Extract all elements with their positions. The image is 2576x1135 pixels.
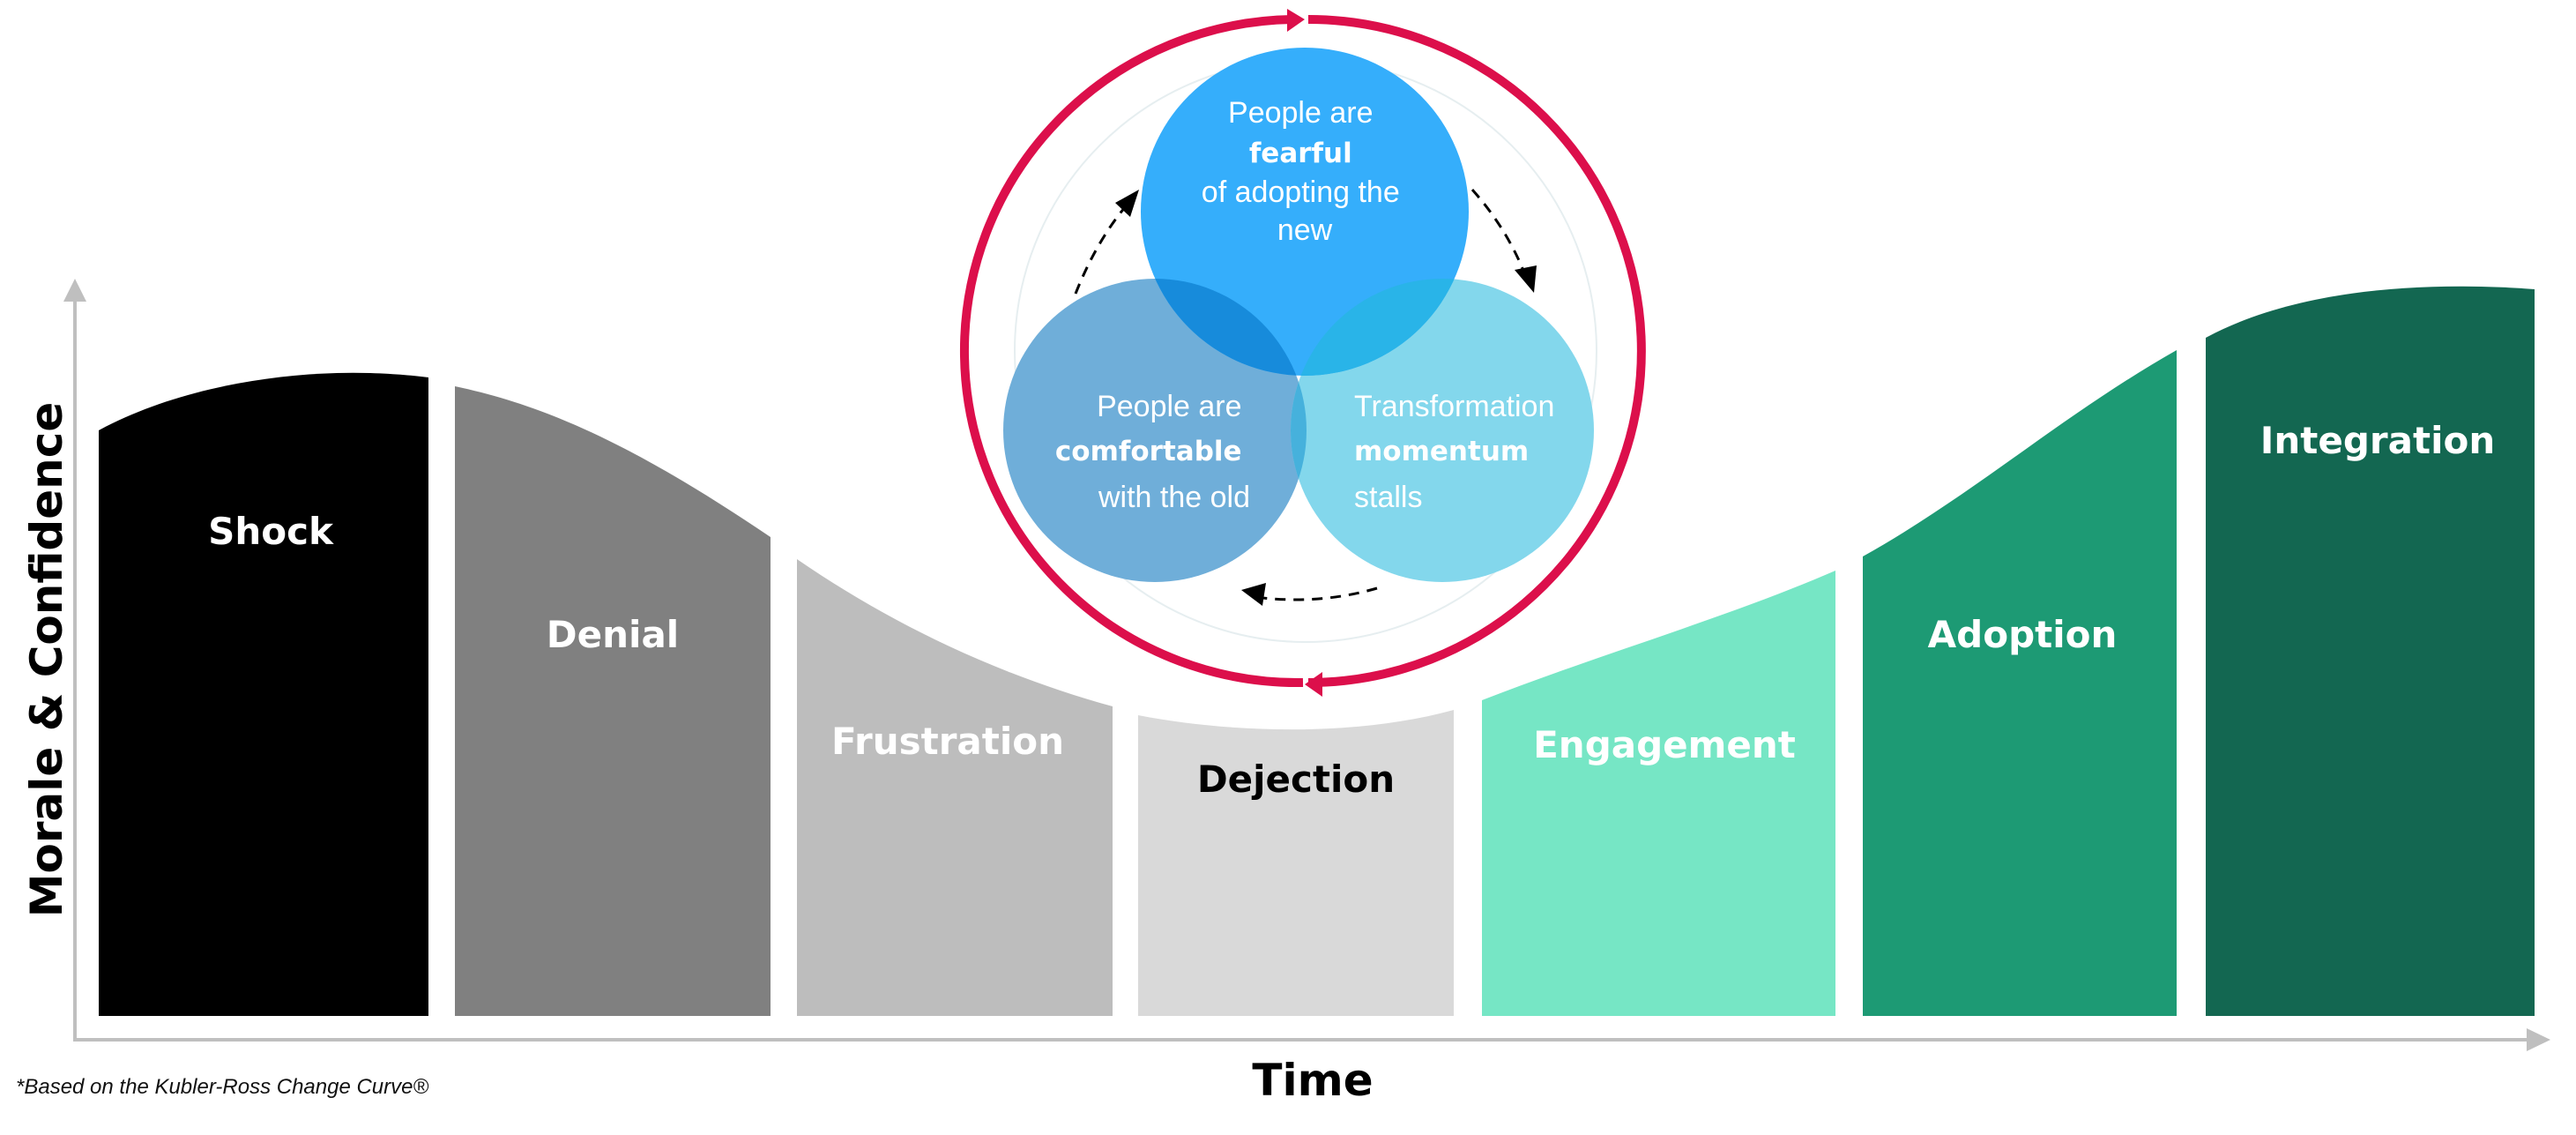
- comfortable-line-3: with the old: [1098, 481, 1250, 514]
- arrowhead-left-icon: [1241, 583, 1266, 606]
- overlap-fearful-comfortable: [1141, 279, 1307, 376]
- stage-label-frustration: Frustration: [831, 720, 1064, 763]
- ring-arrow-bottom-icon: [1305, 672, 1322, 697]
- arrowhead-up-left-icon: [1115, 190, 1139, 217]
- comfortable-line-1: People are: [1097, 390, 1241, 423]
- venn-circles: [1003, 48, 1594, 582]
- stage-block-shock: [99, 372, 428, 1016]
- stage-block-adoption: [1863, 350, 2177, 1016]
- x-axis-title: Time: [1252, 1055, 1373, 1106]
- stage-label-shock: Shock: [208, 510, 334, 553]
- axes: Morale & Confidence Time: [21, 279, 2550, 1106]
- arrowhead-down-right-icon: [1515, 265, 1537, 293]
- stage-block-integration: [2206, 286, 2535, 1016]
- stage-block-engagement: [1482, 571, 1835, 1016]
- comfortable-line-2: comfortable: [1055, 436, 1242, 467]
- stage-label-denial: Denial: [547, 613, 679, 656]
- ring-arrow-top-icon: [1287, 9, 1305, 32]
- stage-label-dejection: Dejection: [1197, 758, 1395, 801]
- stage-label-adoption: Adoption: [1928, 613, 2118, 656]
- stage-labels: Shock Denial Frustration Dejection Engag…: [208, 419, 2495, 801]
- dashed-arrow-up-left: [1074, 200, 1132, 295]
- stage-label-integration: Integration: [2260, 419, 2495, 462]
- fearful-line-1: People are: [1228, 96, 1373, 130]
- stage-block-dejection: [1138, 710, 1454, 1016]
- x-axis-arrow-icon: [2527, 1028, 2550, 1051]
- fearful-line-4: new: [1277, 213, 1333, 247]
- fearful-text: People are fearful of adopting the new: [1202, 96, 1408, 247]
- dashed-cycle-arrows: [1074, 189, 1537, 606]
- stage-blocks: [99, 286, 2535, 1016]
- fearful-line-2: fearful: [1249, 138, 1352, 169]
- stage-label-engagement: Engagement: [1533, 723, 1796, 766]
- stalls-line-1: Transformation: [1354, 390, 1554, 423]
- footnote: *Based on the Kubler-Ross Change Curve®: [16, 1075, 428, 1099]
- stage-block-denial: [455, 386, 771, 1016]
- ring-left-arc: [960, 15, 1304, 688]
- fearful-line-3: of adopting the: [1202, 175, 1400, 209]
- overlap-fearful-stalls: [1291, 279, 1469, 376]
- y-axis-title: Morale & Confidence: [21, 402, 72, 918]
- stage-block-frustration: [797, 559, 1113, 1016]
- stalls-text: Transformation momentum stalls: [1354, 390, 1563, 514]
- stalls-line-3: stalls: [1354, 481, 1422, 514]
- dashed-arrow-down-right: [1470, 189, 1527, 276]
- cycle-ring: [960, 9, 1646, 697]
- y-axis-arrow-icon: [63, 279, 86, 302]
- stalls-line-2: momentum: [1354, 436, 1529, 467]
- ring-right-arc: [1307, 15, 1646, 687]
- comfortable-text: People are comfortable with the old: [1055, 390, 1250, 514]
- dashed-arrow-left: [1262, 586, 1378, 601]
- change-cycle: People are fearful of adopting the new P…: [960, 9, 1646, 697]
